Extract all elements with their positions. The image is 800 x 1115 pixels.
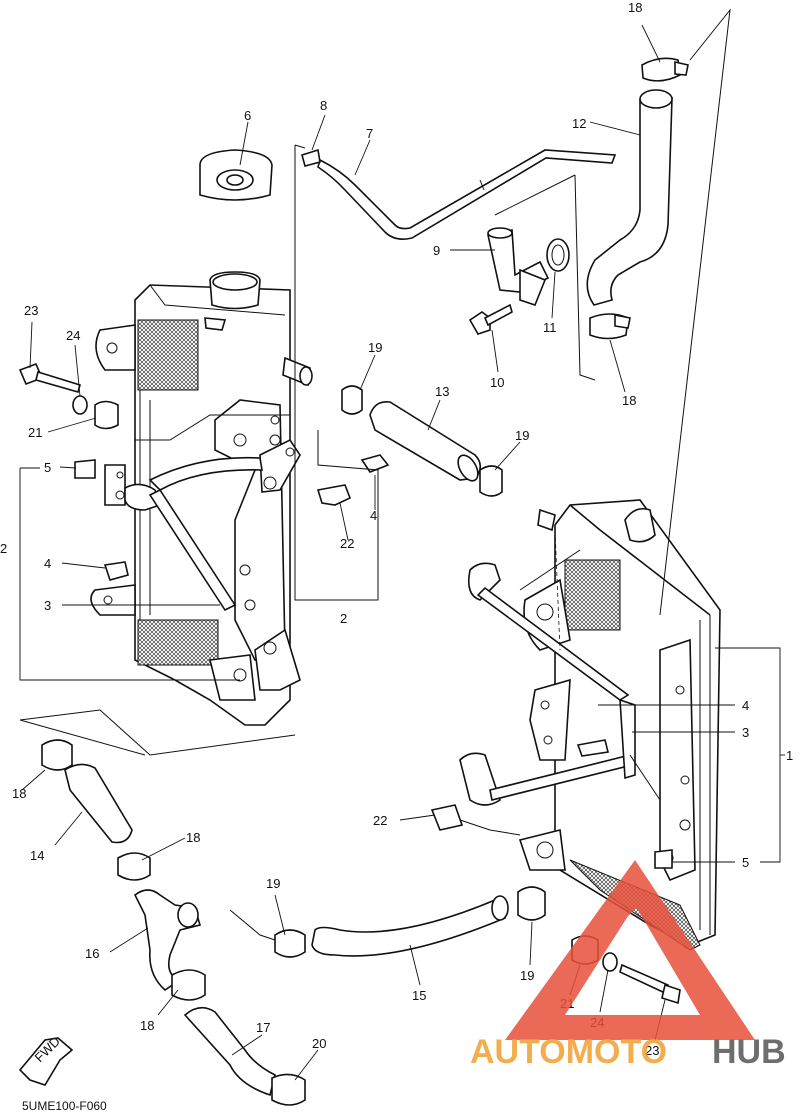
callout-13: 13: [435, 384, 449, 399]
upper-radiator-hose: [586, 89, 673, 306]
callout-3-left: 3: [44, 598, 51, 613]
watermark-hub: HUB: [712, 1033, 786, 1071]
callout-22-top: 22: [340, 536, 354, 551]
callout-4-top: 4: [370, 508, 377, 523]
callout-2-center: 2: [340, 611, 347, 626]
automotohub-watermark: AUTOMOTO HUB: [470, 860, 786, 1071]
callout-22-bottom: 22: [373, 813, 387, 828]
hose-17: [183, 1006, 276, 1097]
hose-clamp-18-mid: [589, 313, 631, 340]
bolt-4-top: [360, 454, 390, 473]
callout-19-a: 19: [368, 340, 382, 355]
callout-5-right: 5: [742, 855, 749, 870]
callout-8: 8: [320, 98, 327, 113]
callout-9: 9: [433, 243, 440, 258]
callout-6: 6: [244, 108, 251, 123]
bolt-4-right: [576, 739, 609, 757]
hose-clamp-19-a: [341, 385, 363, 415]
callout-12: 12: [572, 116, 586, 131]
callout-11: 11: [543, 320, 557, 335]
joint-16: [133, 889, 202, 992]
bolt-10: [468, 303, 513, 335]
washer-24-right: [602, 952, 618, 972]
hose-clamp-19-c: [274, 929, 306, 958]
callout-14: 14: [30, 848, 44, 863]
hose-clamp-18-e: [171, 969, 206, 1001]
callout-17: 17: [256, 1020, 270, 1035]
callout-18-left: 18: [12, 786, 26, 801]
callout-16: 16: [85, 946, 99, 961]
fwd-arrow-icon: FWD: [18, 1034, 74, 1086]
hose-clamp-20: [271, 1073, 306, 1106]
callout-labels: 1 2 2 3 3 4 4 4 5 5 6 7 8 9 10 11 12 13 …: [0, 0, 793, 1058]
breather-hose: [301, 148, 617, 240]
hose-clamp-19-d: [517, 886, 546, 921]
callout-24-left: 24: [66, 328, 80, 343]
watermark-auto: AUTOMOTO: [470, 1033, 667, 1071]
callout-21-left: 21: [28, 425, 42, 440]
radiator-cap: [199, 149, 273, 201]
hose-clamp-18-c: [41, 739, 73, 771]
hose-clamp-19-b: [479, 465, 503, 497]
bolt-23-right: [619, 963, 681, 1005]
callout-18-mid: 18: [622, 393, 636, 408]
callout-10: 10: [490, 375, 504, 390]
grommet-21-left: [94, 400, 119, 430]
callout-19-c: 19: [266, 876, 280, 891]
callout-18-center: 18: [186, 830, 200, 845]
callout-4-right: 4: [742, 698, 749, 713]
clip-nut-5-left: [74, 459, 96, 479]
water-pipe-elbow: [487, 227, 550, 306]
o-ring: [546, 238, 570, 272]
callout-3-right: 3: [742, 725, 749, 740]
collar-22-top: [316, 484, 352, 506]
warning-triangle-logo: [505, 860, 755, 1040]
callout-20: 20: [312, 1036, 326, 1051]
callout-23-left: 23: [24, 303, 38, 318]
bolt-4-left: [103, 561, 129, 581]
collar-22-bottom: [430, 804, 464, 831]
hose-15: [311, 898, 507, 957]
callout-1: 1: [786, 748, 793, 763]
hose-clamp-18-top: [641, 57, 689, 82]
callout-19-d: 19: [520, 968, 534, 983]
left-radiator: [90, 271, 313, 726]
callout-23-right: 23: [645, 1043, 659, 1058]
callout-18-top: 18: [628, 0, 642, 15]
clip-nut-5-right: [654, 849, 673, 869]
hose-14: [64, 763, 133, 844]
callout-18-bottom: 18: [140, 1018, 154, 1033]
callout-5-left: 5: [44, 460, 51, 475]
hose-clamp-18-d: [117, 852, 151, 881]
callout-7: 7: [366, 126, 373, 141]
callout-19-b: 19: [515, 428, 529, 443]
bolt-23-left: [18, 362, 81, 393]
callout-15: 15: [412, 988, 426, 1003]
right-radiator: [459, 499, 721, 951]
phantom-lines: [19, 8, 731, 941]
diagram-code: 5UME100-F060: [22, 1099, 107, 1113]
washer-24-left: [72, 395, 88, 415]
callout-4-left: 4: [44, 556, 51, 571]
callout-2-left: 2: [0, 541, 7, 556]
